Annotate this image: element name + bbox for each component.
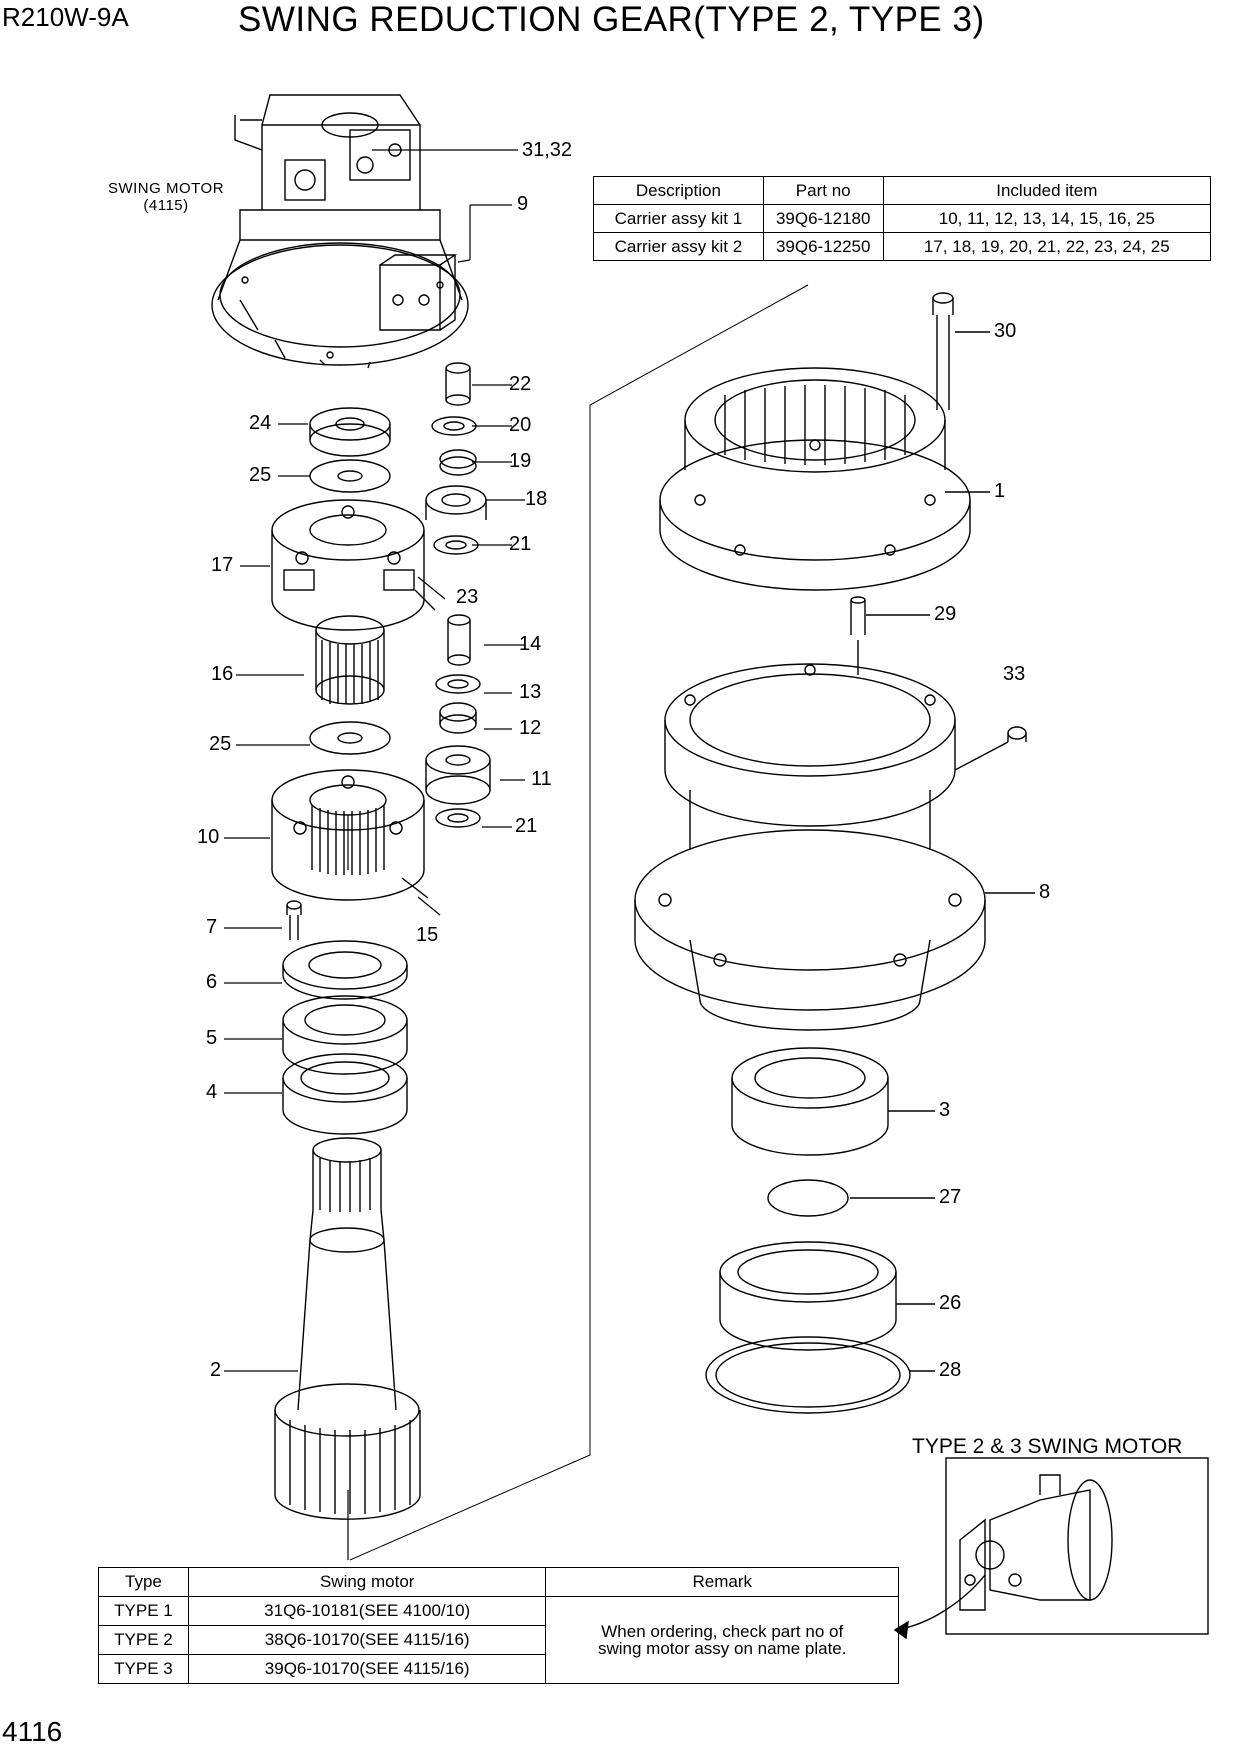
table-row: TYPE 2 38Q6-10170(SEE 4115/16) <box>98 1625 899 1655</box>
callout-29: 29 <box>934 603 957 625</box>
type-name: TYPE 2 <box>98 1625 189 1655</box>
swing-motor-drawing <box>211 94 469 369</box>
callout-24: 24 <box>249 412 272 434</box>
callout-27: 27 <box>939 1186 962 1208</box>
table-row: Carrier assy kit 1 39Q6-12180 10, 11, 12… <box>593 204 1212 233</box>
model-number: R210W-9A <box>2 2 129 32</box>
planet-parts-upper <box>425 362 487 555</box>
page-title: SWING REDUCTION GEAR(TYPE 2, TYPE 3) <box>238 0 985 39</box>
callout-8: 8 <box>1039 881 1051 903</box>
bolt-7 <box>286 900 302 940</box>
callout-28: 28 <box>939 1359 962 1381</box>
callout-6: 6 <box>206 971 218 993</box>
plug-33 <box>954 726 1027 771</box>
callout-30: 30 <box>994 320 1017 342</box>
type-header-swing-motor: Swing motor <box>187 1567 547 1597</box>
pin-29 <box>850 596 930 675</box>
callout-19: 19 <box>509 450 532 472</box>
kit-header-included-item: Included item <box>882 176 1212 205</box>
kit-description: Carrier assy kit 2 <box>593 232 764 261</box>
carrier-assy-2 <box>271 499 436 631</box>
type-header-remark: Remark <box>545 1567 899 1597</box>
callout-33: 33 <box>1003 663 1026 685</box>
type23-swing-motor-inset <box>945 1457 1209 1635</box>
seal-26 <box>719 1241 935 1351</box>
kit-included-items: 17, 18, 19, 20, 21, 22, 23, 24, 25 <box>882 232 1212 261</box>
callout-25-upper: 25 <box>249 464 272 486</box>
remark-line1: When ordering, check part no of <box>601 1622 844 1641</box>
pinion-shaft <box>274 1137 421 1520</box>
swing-motor-label: SWING MOTOR (4115) <box>96 180 236 214</box>
swing-motor-part: 39Q6-10170(SEE 4115/16) <box>187 1654 547 1684</box>
inset-title: TYPE 2 & 3 SWING MOTOR <box>912 1435 1183 1458</box>
kit-description: Carrier assy kit 1 <box>593 204 764 233</box>
type-header-type: Type <box>98 1567 189 1597</box>
ring-gear-1 <box>659 367 971 591</box>
kit-part-no: 39Q6-12250 <box>762 232 884 261</box>
sun-gear-16 <box>309 615 391 755</box>
table-row: TYPE 3 39Q6-10170(SEE 4115/16) <box>98 1654 899 1684</box>
kit-header-part-no: Part no <box>762 176 884 205</box>
swing-motor-type-table: Type Swing motor Remark TYPE 1 31Q6-1018… <box>98 1567 899 1684</box>
callout-21-lower: 21 <box>515 815 538 837</box>
remark-cell: When ordering, check part no of swing mo… <box>545 1596 899 1684</box>
kit-header-description: Description <box>593 176 764 205</box>
swing-motor-label-line2: (4115) <box>143 197 189 214</box>
remark-line2: swing motor assy on name plate. <box>597 1639 847 1658</box>
sun-gear-and-washer <box>309 407 391 493</box>
callout-12: 12 <box>519 717 542 739</box>
callout-26: 26 <box>939 1292 962 1314</box>
callout-20: 20 <box>509 414 532 436</box>
leader-lines <box>224 149 525 1560</box>
swing-motor-label-line1: SWING MOTOR <box>107 180 225 197</box>
callout-7: 7 <box>206 916 218 938</box>
lower-rings <box>282 940 408 1135</box>
kit-table-header: Description Part no Included item <box>593 176 1212 205</box>
assembly-divider-line <box>349 284 809 1561</box>
inset-arrowhead <box>893 1620 909 1640</box>
callout-17: 17 <box>211 554 234 576</box>
callout-16: 16 <box>211 663 234 685</box>
type-name: TYPE 3 <box>98 1654 189 1684</box>
callout-25-lower: 25 <box>209 733 232 755</box>
callout-18: 18 <box>525 488 548 510</box>
callout-11: 11 <box>531 768 552 790</box>
callout-1: 1 <box>994 480 1006 502</box>
housing-8 <box>634 663 1035 1031</box>
callout-31-32: 31,32 <box>522 139 573 161</box>
callout-2: 2 <box>210 1359 222 1381</box>
swing-motor-part: 38Q6-10170(SEE 4115/16) <box>187 1625 547 1655</box>
type-table-header: Type Swing motor Remark <box>98 1567 899 1597</box>
callout-21-upper: 21 <box>509 533 532 555</box>
callout-13: 13 <box>519 681 542 703</box>
bolt-30 <box>932 292 990 493</box>
callout-10: 10 <box>197 826 220 848</box>
swing-motor-part: 31Q6-10181(SEE 4100/10) <box>187 1596 547 1626</box>
table-row: TYPE 1 31Q6-10181(SEE 4100/10) When orde… <box>98 1596 899 1684</box>
bearing-3 <box>731 1047 935 1156</box>
callout-15: 15 <box>416 924 439 946</box>
callout-4: 4 <box>206 1081 218 1103</box>
callout-23: 23 <box>456 586 479 608</box>
callout-22: 22 <box>509 373 532 395</box>
callout-14: 14 <box>519 633 542 655</box>
carrier-kit-table: Description Part no Included item Carrie… <box>593 176 1212 261</box>
kit-part-no: 39Q6-12180 <box>762 204 884 233</box>
type-name: TYPE 1 <box>98 1596 189 1626</box>
callout-5: 5 <box>206 1027 218 1049</box>
table-row: Carrier assy kit 2 39Q6-12250 17, 18, 19… <box>593 232 1212 261</box>
callout-9: 9 <box>517 193 529 215</box>
seal-ring-28 <box>705 1336 935 1414</box>
planet-parts-lower <box>425 614 491 828</box>
callout-3: 3 <box>939 1099 951 1121</box>
carrier-assy-1 <box>271 769 429 901</box>
o-ring-27 <box>767 1179 935 1217</box>
page-number: 4116 <box>2 1716 63 1747</box>
kit-included-items: 10, 11, 12, 13, 14, 15, 16, 25 <box>882 204 1212 233</box>
